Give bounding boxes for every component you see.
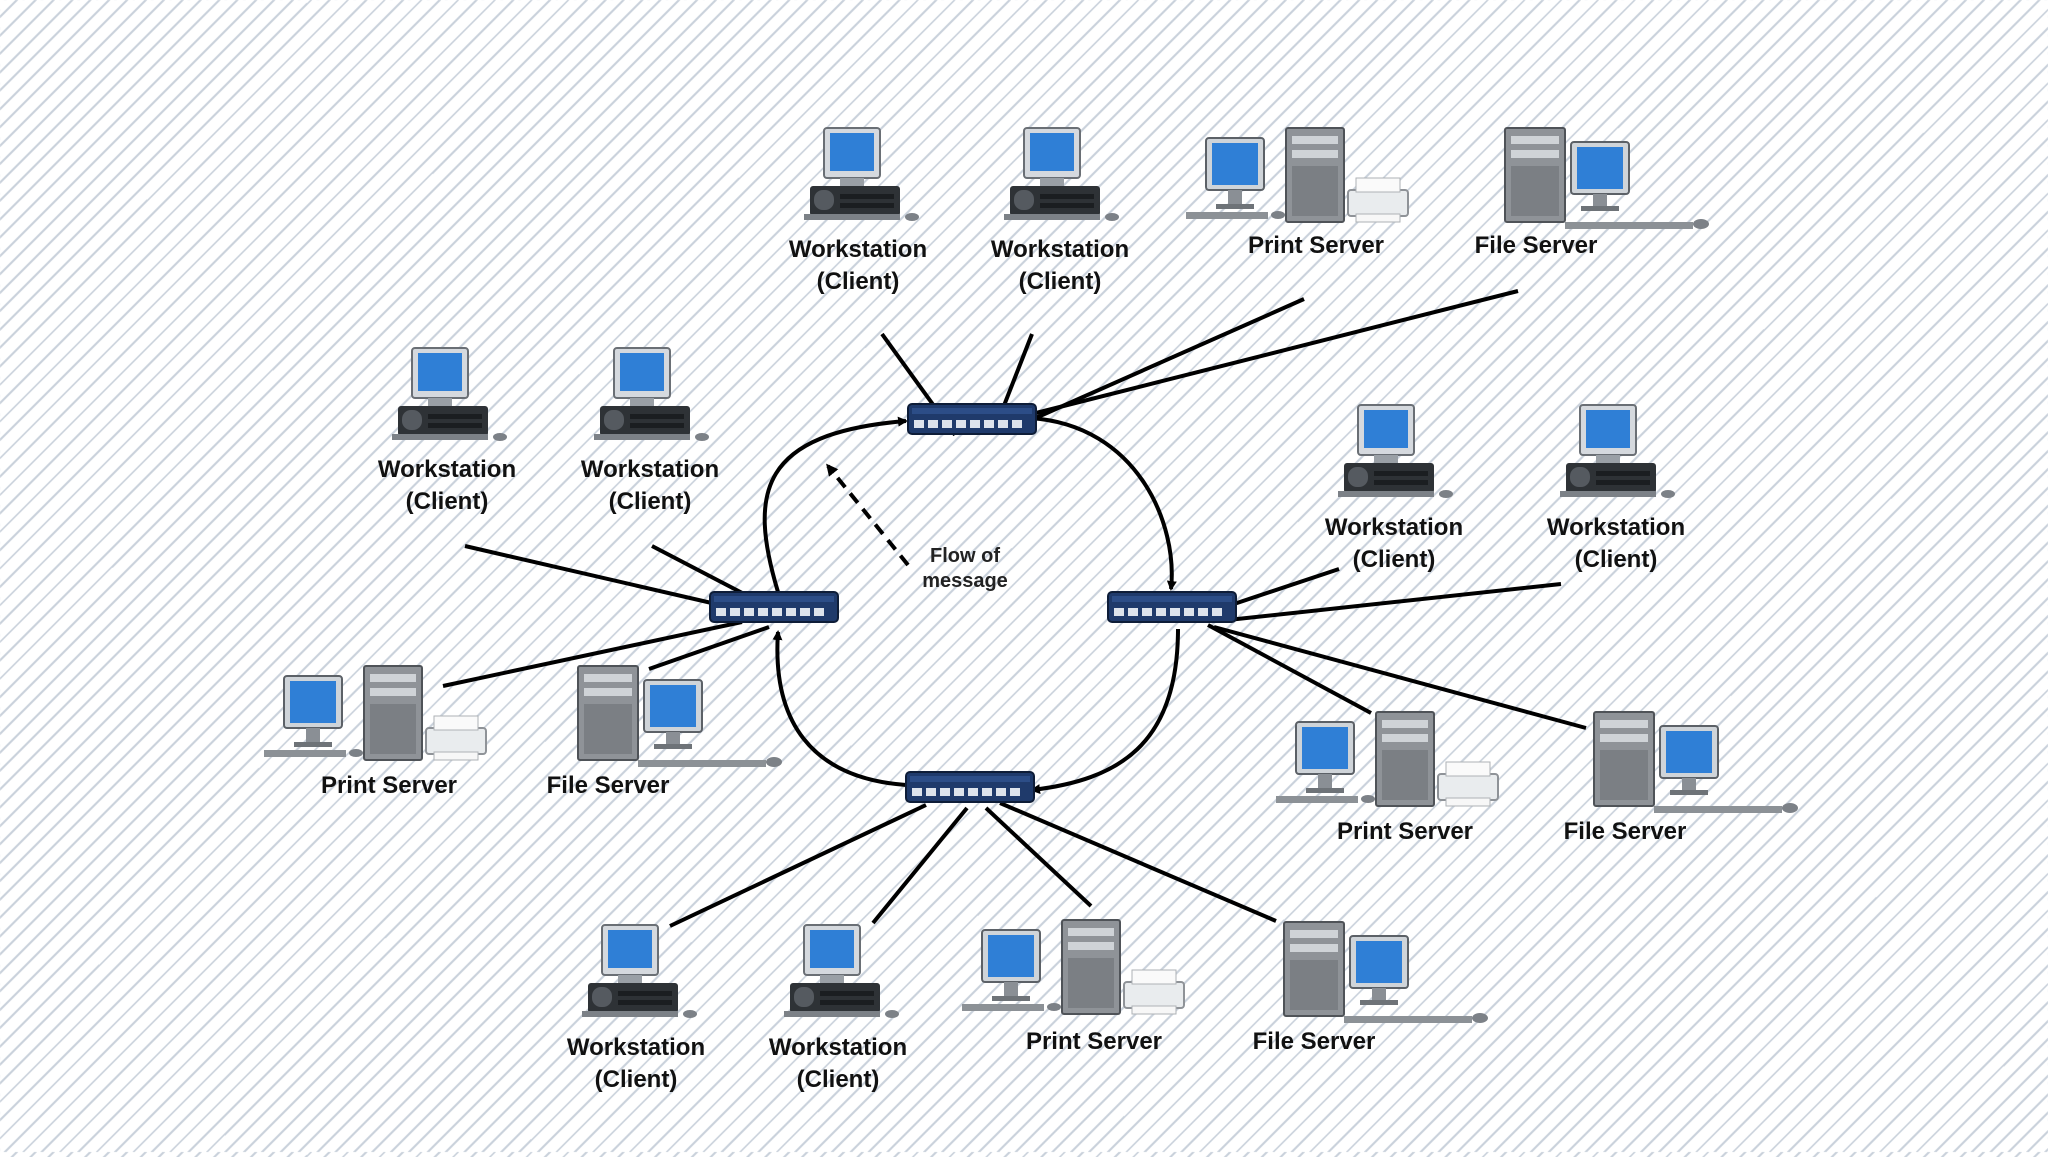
ring-arc-top-to-right [1029,416,1177,591]
workstation-label-line2: (Client) [594,1066,678,1093]
ring-arc-right-to-bottom [1030,628,1180,795]
flow-label-line1: Flow of [930,545,1000,567]
workstation-icon [1337,404,1454,499]
workstation-icon [593,347,710,442]
workstation-label: Workstation (Client) [1314,512,1474,576]
workstation-label-line2: (Client) [1018,268,1102,295]
print-server-label: Print Server [1247,232,1385,259]
workstation-label: Workstation (Client) [758,1032,918,1096]
network-switch-icon [709,591,839,623]
workstation-label: Workstation (Client) [367,454,527,518]
workstation-icon [783,924,900,1019]
workstation-label-line2: (Client) [405,488,489,515]
flow-arrow [826,463,910,567]
workstation-label-line2: (Client) [1352,546,1436,573]
workstation-icon [1003,127,1120,222]
file-server-label: File Server [1563,818,1687,845]
print-server-label: Print Server [1025,1028,1163,1055]
workstation-label-line2: (Client) [816,268,900,295]
links-right [1207,567,1587,730]
workstation-label-line1: Workstation [1324,514,1464,541]
print-server-label: Print Server [320,772,458,799]
workstation-label-line1: Workstation [788,236,928,263]
workstation-label-line2: (Client) [796,1066,880,1093]
flow-label-line2: message [922,570,1008,592]
ring-arc-left-to-top [762,416,908,593]
workstation-label: Workstation (Client) [556,1032,716,1096]
flow-of-message-label: Flow of message [905,544,1025,594]
ring-arcs [762,416,1180,795]
workstation-label-line1: Workstation [1546,514,1686,541]
print-server-icon [961,919,1185,1015]
file-server-label: File Server [546,772,670,799]
workstation-icon [391,347,508,442]
workstation-label-line2: (Client) [608,488,692,515]
print-server-icon [1185,127,1409,223]
workstation-label-line1: Workstation [580,456,720,483]
workstation-label: Workstation (Client) [1536,512,1696,576]
workstation-icon [581,924,698,1019]
file-server-icon [1504,127,1710,230]
workstation-label-line2: (Client) [1574,546,1658,573]
workstation-label-line1: Workstation [377,456,517,483]
network-switch-icon [905,771,1035,803]
links-bottom [669,801,1277,928]
workstation-icon [803,127,920,222]
file-server-icon [1593,711,1799,814]
workstation-label-line1: Workstation [566,1034,706,1061]
workstation-label-line1: Workstation [768,1034,908,1061]
print-server-label: Print Server [1336,818,1474,845]
print-server-icon [263,665,487,761]
links-left [442,544,770,688]
workstation-label-line1: Workstation [990,236,1130,263]
print-server-icon [1275,711,1499,807]
ring-arc-bottom-to-left [772,630,907,787]
file-server-icon [577,665,783,768]
workstation-label: Workstation (Client) [778,234,938,298]
links-top [880,289,1519,437]
workstation-label: Workstation (Client) [980,234,1140,298]
workstation-label: Workstation (Client) [570,454,730,518]
workstation-icon [1559,404,1676,499]
file-server-icon [1283,921,1489,1024]
network-switch-icon [907,403,1037,435]
file-server-label: File Server [1474,232,1598,259]
file-server-label: File Server [1252,1028,1376,1055]
network-switch-icon [1107,591,1237,623]
